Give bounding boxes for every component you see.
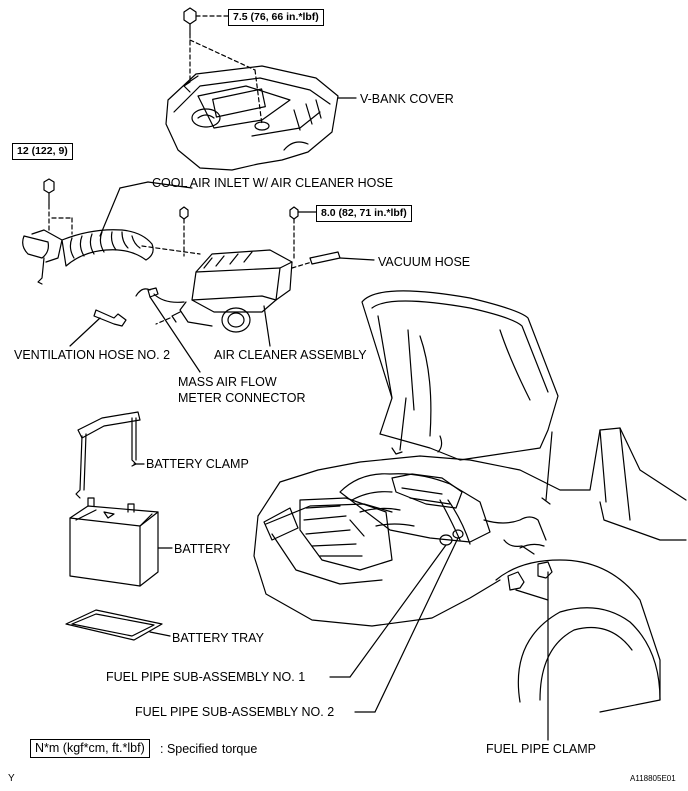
torque-spec-air-cleaner-bolt: 8.0 (82, 71 in.*lbf) bbox=[316, 205, 412, 222]
label-battery: BATTERY bbox=[174, 542, 231, 556]
torque-spec-cover-bolt: 7.5 (76, 66 in.*lbf) bbox=[228, 9, 324, 26]
battery-drawing bbox=[69, 497, 173, 587]
air-cleaner-assembly-drawing bbox=[135, 206, 375, 373]
ventilation-hose-drawing bbox=[69, 309, 127, 347]
label-ventilation-hose: VENTILATION HOSE NO. 2 bbox=[14, 348, 171, 362]
vehicle-drawing bbox=[253, 290, 687, 741]
battery-tray-drawing bbox=[65, 609, 171, 641]
label-v-bank-cover: V-BANK COVER bbox=[360, 92, 454, 106]
legend-description: : Specified torque bbox=[160, 742, 258, 756]
footer-left-mark: Y bbox=[8, 773, 15, 784]
label-fuel-pipe-1: FUEL PIPE SUB-ASSEMBLY NO. 1 bbox=[106, 670, 306, 684]
legend-torque-unit: N*m (kgf*cm, ft.*lbf) bbox=[30, 739, 150, 758]
label-air-cleaner-assembly: AIR CLEANER ASSEMBLY bbox=[214, 348, 367, 362]
v-bank-cover-drawing bbox=[165, 7, 357, 171]
label-maf-connector-line1: MASS AIR FLOW bbox=[178, 375, 277, 389]
cool-air-inlet-hose-drawing bbox=[22, 178, 201, 285]
label-battery-clamp: BATTERY CLAMP bbox=[146, 457, 249, 471]
label-fuel-pipe-clamp: FUEL PIPE CLAMP bbox=[486, 742, 596, 756]
figure-id: A118805E01 bbox=[630, 774, 676, 783]
battery-clamp-drawing bbox=[75, 411, 145, 499]
label-battery-tray: BATTERY TRAY bbox=[172, 631, 264, 645]
label-cool-air-inlet: COOL AIR INLET W/ AIR CLEANER HOSE bbox=[152, 176, 394, 190]
torque-spec-inlet-bolt: 12 (122, 9) bbox=[12, 143, 73, 160]
label-vacuum-hose: VACUUM HOSE bbox=[378, 255, 471, 269]
label-fuel-pipe-2: FUEL PIPE SUB-ASSEMBLY NO. 2 bbox=[135, 705, 335, 719]
label-maf-connector-line2: METER CONNECTOR bbox=[178, 391, 306, 405]
